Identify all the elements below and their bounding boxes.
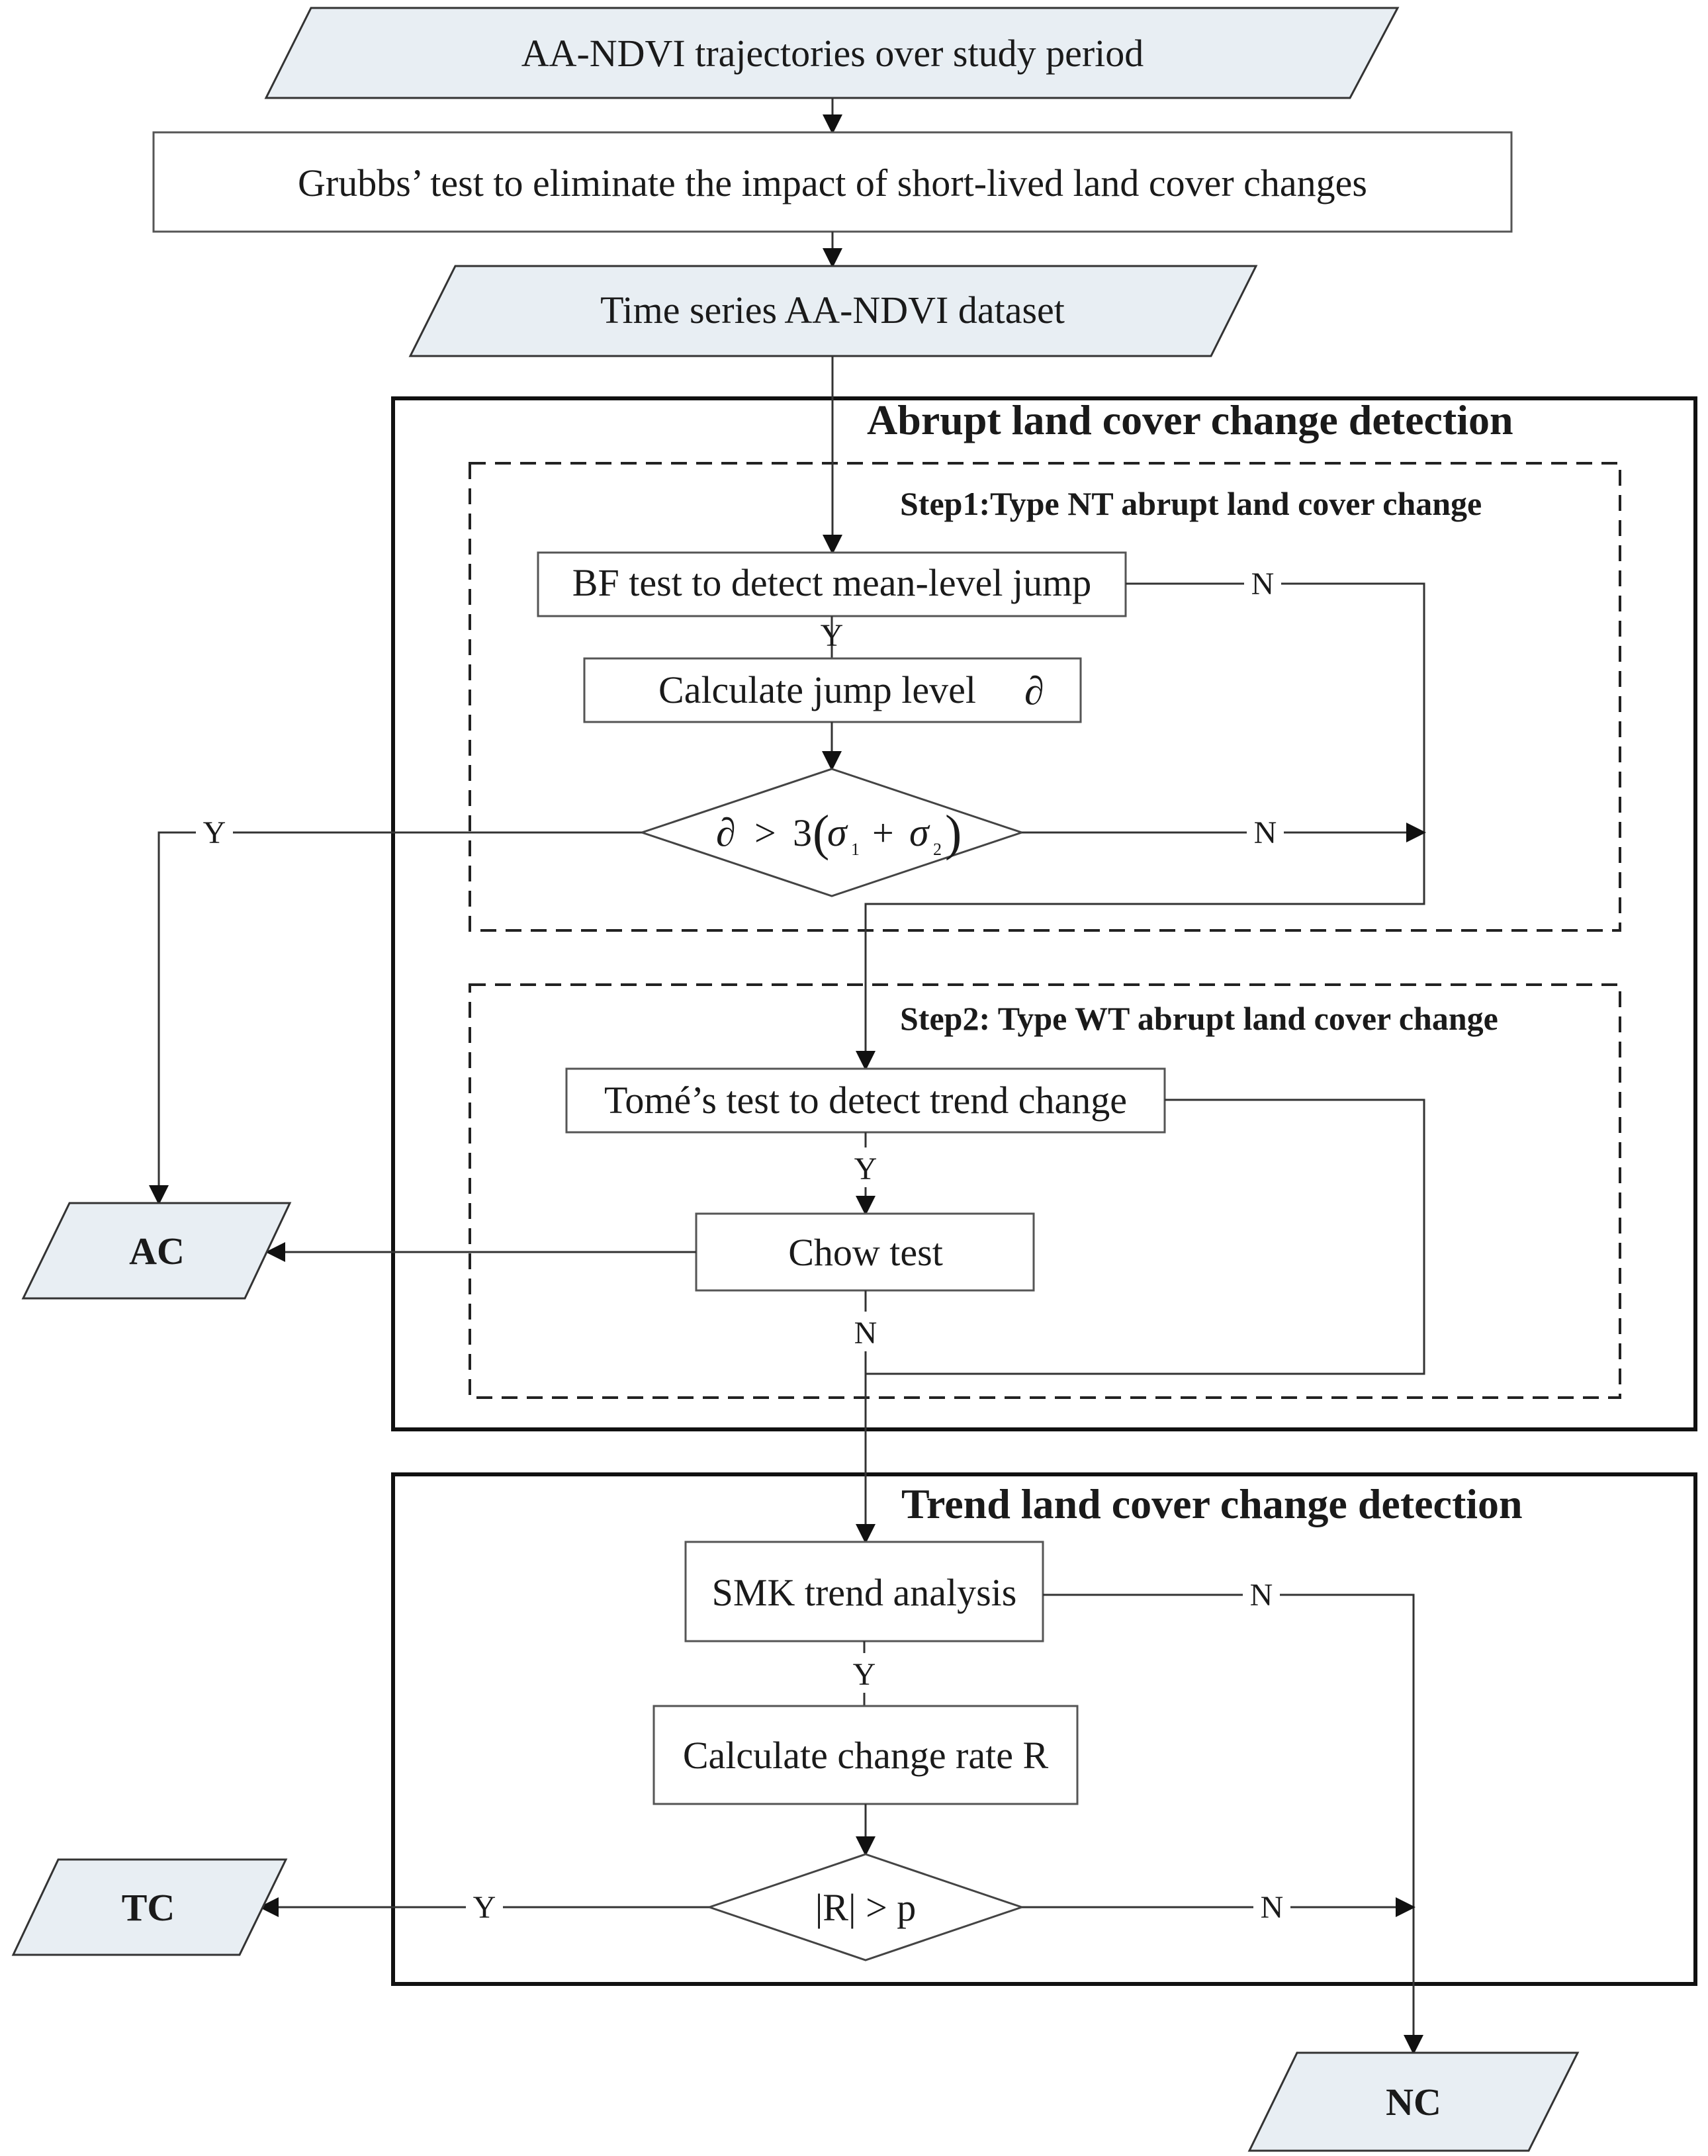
calc-rate-label: Calculate change rate R — [683, 1734, 1049, 1777]
step1-dashed-frame — [469, 462, 1621, 932]
formula-close-paren: ) — [945, 805, 962, 861]
formula-partial: ∂ — [716, 811, 736, 854]
time-series-node — [408, 265, 1258, 357]
formula-sigma2: σ — [909, 811, 930, 854]
tc-output-node — [11, 1858, 288, 1956]
smk-trend-node — [684, 1541, 1044, 1642]
formula-open-paren: ( — [813, 805, 829, 861]
jump-symbol: ∂ — [1024, 669, 1044, 713]
formula-plus: + — [872, 811, 894, 854]
d2-no-label-bg — [1253, 1886, 1290, 1928]
d1-no-label-bg — [1247, 811, 1284, 854]
tome-yes-label-bg — [850, 1147, 881, 1187]
formula-gt: > — [754, 811, 776, 854]
step2-title: Step2: Type WT abrupt land cover change — [900, 1000, 1498, 1037]
smk-yes-label: Y — [853, 1657, 876, 1692]
grubbs-test-label: Grubbs’ test to eliminate the impact of … — [298, 161, 1367, 204]
smk-no-label-bg — [1243, 1574, 1280, 1616]
abrupt-detection-frame — [391, 396, 1697, 1431]
input-trajectories-label: AA-NDVI trajectories over study period — [521, 32, 1144, 75]
nc-output-label: NC — [1386, 2081, 1441, 2124]
d1-yes-label: Y — [203, 815, 226, 850]
step1-title: Step1:Type NT abrupt land cover change — [900, 485, 1482, 522]
calc-jump-label: Calculate jump level — [658, 668, 976, 711]
d1-no-label: N — [1254, 815, 1277, 850]
bf-no-label-bg — [1244, 562, 1281, 605]
d2-yes-label-bg — [466, 1886, 503, 1928]
time-series-label: Time series AA-NDVI dataset — [600, 289, 1065, 332]
calc-jump-node — [583, 657, 1082, 723]
smk-no-label: N — [1250, 1578, 1273, 1613]
bf-test-node — [537, 551, 1127, 617]
smk-yes-label-bg — [848, 1653, 880, 1693]
calc-rate-node — [652, 1705, 1079, 1805]
formula-sub2: 2 — [933, 840, 942, 859]
ac-output-label: AC — [129, 1230, 185, 1273]
chow-no-label-bg — [850, 1312, 881, 1351]
tome-test-node — [565, 1067, 1166, 1134]
bf-test-label: BF test to detect mean-level jump — [572, 561, 1091, 604]
arrow-tome-no-to-smk — [856, 1099, 1425, 1544]
d2-yes-label: Y — [473, 1890, 496, 1925]
trend-section-title: Trend land cover change detection — [901, 1480, 1523, 1527]
rate-threshold-label: |R| > p — [815, 1886, 917, 1929]
tc-output-label: TC — [122, 1886, 175, 1929]
trend-detection-frame — [391, 1472, 1697, 1986]
jump-threshold-formula: ∂ > 3 ( σ 1 + σ 2 ) — [716, 805, 962, 861]
chow-test-node — [695, 1212, 1035, 1292]
d1-yes-label-bg — [196, 811, 233, 854]
formula-sigma1: σ — [827, 811, 848, 854]
arrow-diamond1-yes-to-ac — [149, 831, 642, 1205]
tome-yes-label: Y — [854, 1151, 877, 1187]
ac-output-node — [21, 1202, 292, 1300]
step2-dashed-frame — [469, 983, 1621, 1399]
grubbs-test-node — [152, 131, 1513, 233]
formula-sub1: 1 — [851, 840, 860, 859]
chow-no-label: N — [854, 1316, 877, 1351]
tome-test-label: Tomé’s test to detect trend change — [604, 1079, 1127, 1122]
input-trajectories-node — [264, 7, 1400, 99]
abrupt-section-title: Abrupt land cover change detection — [867, 396, 1513, 443]
arrow-bf-no-to-tome — [856, 582, 1425, 1071]
nc-output-node — [1247, 2051, 1580, 2152]
bf-yes-label: Y — [821, 618, 844, 653]
chow-test-label: Chow test — [788, 1231, 943, 1274]
formula-three: 3 — [793, 811, 812, 854]
smk-trend-label: SMK trend analysis — [712, 1571, 1017, 1614]
bf-no-label: N — [1251, 566, 1275, 602]
rate-threshold-diamond — [706, 1853, 1025, 1961]
d2-no-label: N — [1261, 1890, 1284, 1925]
jump-threshold-diamond — [639, 768, 1025, 897]
